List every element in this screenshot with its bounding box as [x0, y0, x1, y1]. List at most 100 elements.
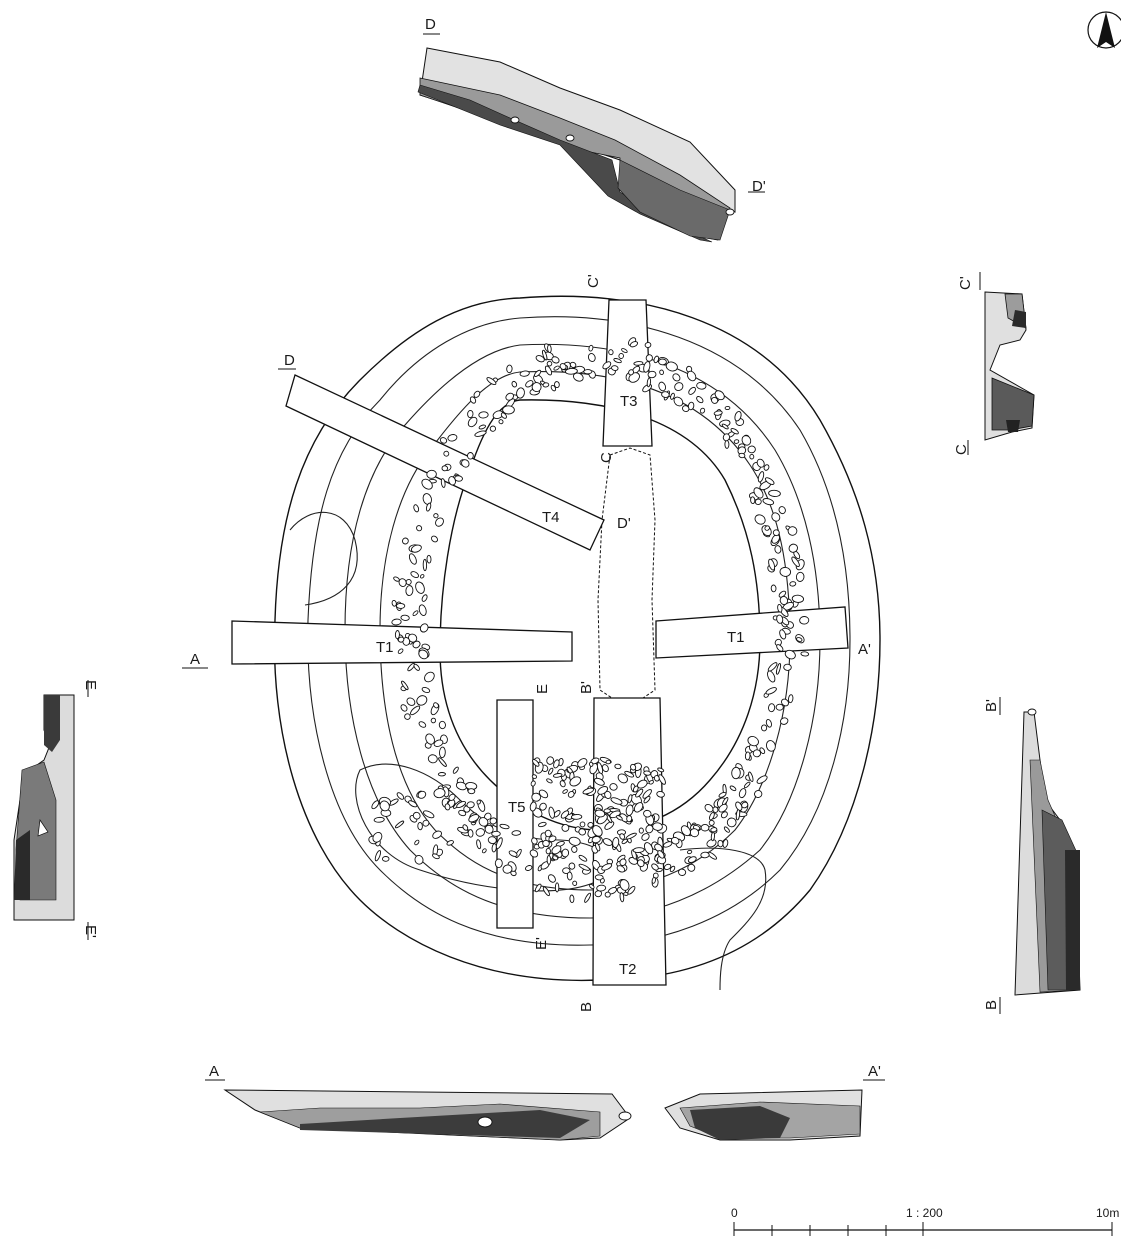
stone [511, 380, 518, 388]
stone [752, 749, 762, 758]
stone [708, 819, 715, 826]
stone [750, 496, 756, 505]
trench-label-t5: T5 [508, 799, 526, 816]
stone [674, 382, 684, 392]
stone [413, 663, 420, 671]
stone [729, 785, 737, 792]
stone [397, 636, 405, 643]
stone [577, 758, 588, 768]
stone [500, 412, 507, 419]
stone [544, 365, 553, 376]
stone [551, 356, 560, 364]
stone [572, 880, 578, 886]
stone [505, 392, 514, 401]
stone [731, 766, 741, 780]
stone [570, 814, 583, 820]
stone [440, 478, 446, 488]
stone [687, 856, 697, 863]
stone [799, 616, 810, 625]
stone [414, 855, 424, 865]
stone [372, 831, 383, 843]
stone [572, 372, 584, 382]
trench-label-t1-east: T1 [727, 629, 745, 646]
stone [748, 771, 754, 783]
stone [415, 581, 425, 594]
stone [687, 863, 696, 872]
stone [395, 602, 406, 609]
marker-a: A [190, 651, 200, 668]
stone [475, 828, 486, 837]
stone [548, 767, 554, 775]
stone [744, 751, 751, 761]
stone [461, 459, 470, 468]
stone [648, 780, 654, 785]
marker-e: E [534, 684, 551, 694]
stone [618, 353, 624, 359]
stone [394, 630, 400, 640]
stone [641, 833, 650, 841]
profile-marker-c: C [953, 444, 970, 455]
stone [468, 814, 480, 823]
stone [637, 859, 645, 868]
stone [778, 506, 786, 515]
trench-label-t4: T4 [542, 509, 560, 526]
stone [424, 671, 435, 683]
stone [548, 806, 555, 819]
stone [718, 803, 728, 813]
stone [733, 439, 740, 444]
stone [562, 789, 568, 794]
stone [469, 396, 477, 404]
stone [673, 396, 684, 407]
stone [410, 705, 421, 716]
stone [629, 341, 638, 348]
stone [452, 766, 459, 774]
profile-marker-c-prime: C' [957, 276, 974, 290]
stone [776, 644, 784, 652]
stone [616, 865, 626, 873]
marker-b-prime: B' [578, 681, 595, 694]
stone [747, 735, 759, 747]
stone [532, 759, 540, 767]
stone [765, 740, 776, 752]
stone [458, 809, 467, 817]
stone [596, 884, 607, 892]
stone [779, 595, 789, 606]
stone [734, 411, 742, 422]
stone [601, 863, 613, 871]
stone [730, 428, 739, 435]
stone [433, 739, 444, 747]
stone [456, 800, 466, 809]
stone [547, 874, 556, 883]
stone [658, 381, 667, 392]
stone [561, 848, 570, 858]
stone [682, 405, 690, 413]
trenches [231, 299, 849, 986]
stone [547, 344, 552, 354]
stone [761, 724, 768, 732]
stone [431, 535, 438, 543]
stone [714, 390, 725, 401]
stone [680, 825, 691, 837]
stone [619, 833, 626, 840]
stone [643, 361, 651, 373]
stone [595, 842, 601, 852]
stone [410, 571, 420, 579]
stone [665, 361, 678, 372]
stone [433, 513, 439, 519]
marker-a-prime: A' [858, 641, 871, 658]
stone [544, 829, 552, 838]
stone [397, 648, 404, 654]
stone [438, 720, 446, 730]
stone [700, 823, 710, 832]
stone [767, 670, 776, 683]
stone [686, 370, 697, 382]
marker-c-prime: C' [585, 274, 602, 288]
stone [747, 445, 756, 454]
stone [784, 649, 796, 660]
marker-d: D [284, 352, 295, 369]
stone [416, 695, 428, 706]
north-arrow-icon [1087, 11, 1121, 49]
stone [710, 827, 718, 833]
stone [422, 558, 428, 572]
stone [783, 663, 792, 671]
